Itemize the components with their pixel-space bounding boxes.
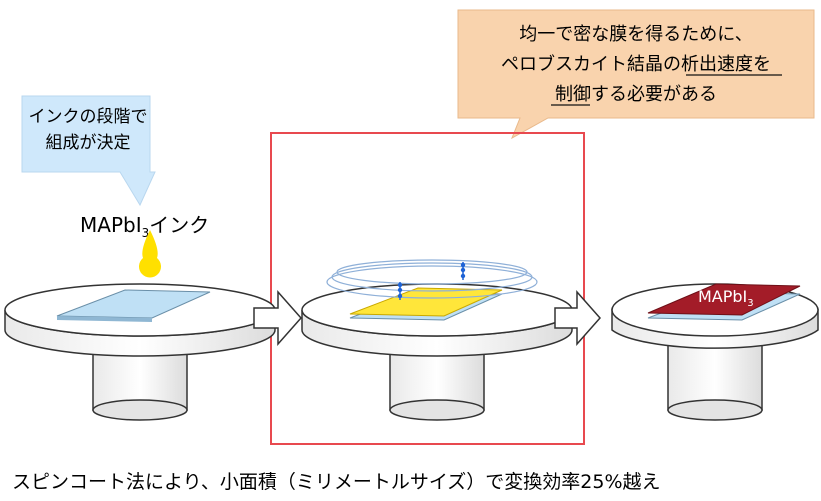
callout-left: インクの段階で 組成が決定: [21, 95, 156, 207]
figure-caption: スピンコート法により、小面積（ミリメートルサイズ）で変換効率25%越え: [12, 471, 661, 493]
ink-drop-icon: [139, 230, 161, 278]
process-arrow-2: [554, 290, 602, 346]
callout-right-line1: 均一で密な膜を得るために、: [519, 24, 752, 45]
ink-label: MAPbI3インク: [80, 213, 209, 240]
callout-left-line1: インクの段階で: [29, 107, 148, 127]
highlight-box: [270, 132, 585, 445]
ink-label-subscript: 3: [142, 226, 150, 240]
film-label-text: MAPbI: [698, 287, 747, 306]
spin-coater-3: MAPbI3: [611, 283, 819, 421]
callout-right-line3: 制御する必要がある: [555, 84, 717, 105]
ink-label-suffix: インク: [149, 213, 209, 237]
film-label-subscript: 3: [747, 298, 753, 309]
ink-label-prefix: MAPbI: [80, 213, 142, 237]
spin-coater-1: [4, 283, 276, 421]
spin-coater-2: [301, 259, 573, 421]
film-mapbi3: [647, 283, 801, 316]
process-arrow-1: [253, 290, 303, 346]
spin-ring-icon: [326, 265, 538, 299]
film-label: MAPbI3: [698, 287, 754, 309]
callout-right: 均一で密な膜を得るために、 ペロブスカイト結晶の析出速度を 制御する必要がある: [457, 9, 815, 140]
svg-text:MAPbI3インク: MAPbI3インク: [80, 213, 209, 240]
callout-right-line2: ペロブスカイト結晶の析出速度を: [501, 53, 771, 75]
callout-left-line2: 組成が決定: [46, 133, 131, 153]
